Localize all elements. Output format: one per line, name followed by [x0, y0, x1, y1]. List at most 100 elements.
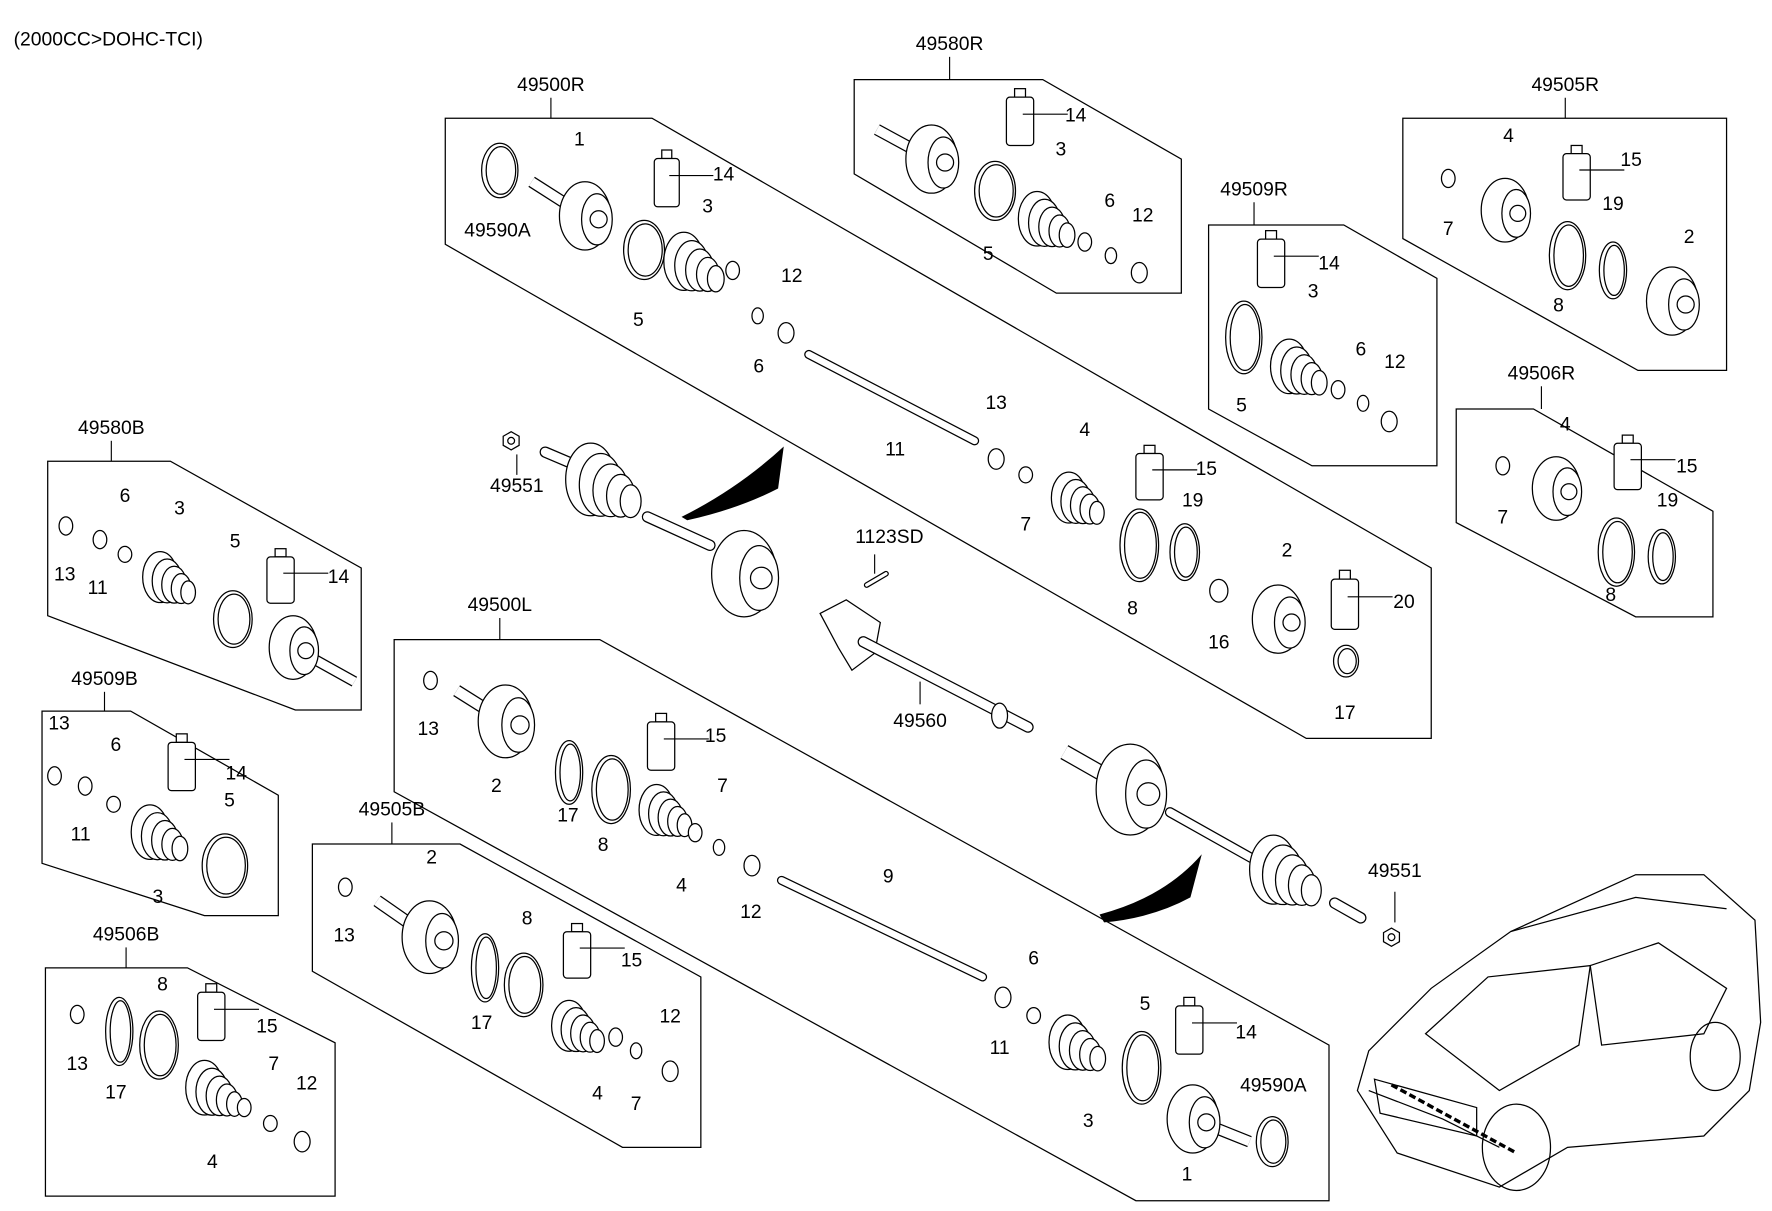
part-number-label: 12 [659, 1006, 680, 1027]
ring-icon [987, 448, 1005, 470]
part-number-label: 11 [990, 1038, 1010, 1059]
cv-joint-icon [1060, 743, 1168, 836]
part-number-label: 11 [71, 825, 91, 846]
part-number-label: 8 [522, 909, 533, 930]
part-number-label-49551: 49551 [490, 476, 544, 497]
ring-icon [725, 260, 741, 281]
boot-fold [1310, 369, 1328, 396]
shaft-icon [1329, 897, 1367, 924]
boot-fold [1088, 500, 1105, 525]
group-label-49505R: 49505R [1531, 75, 1599, 96]
part-number-label-1123SD: 1123SD [855, 527, 923, 548]
group-label-49506R: 49506R [1508, 363, 1576, 384]
vehicle-outline [1356, 874, 1762, 1188]
cv-boot-icon [142, 551, 197, 605]
part-number-label: 3 [1083, 1111, 1094, 1132]
part-number-label: 19 [1602, 194, 1623, 215]
shaft-fill [1166, 808, 1265, 868]
ring-icon [1119, 508, 1160, 583]
grease-tube-icon [1175, 996, 1237, 1055]
boot-fold [1089, 1045, 1107, 1072]
part-number-label: 14 [1235, 1022, 1257, 1043]
diagram-title: (2000CC>DOHC-TCI) [14, 30, 203, 51]
cv-joint-icon [528, 176, 613, 251]
ring-icon [117, 545, 133, 563]
ring-icon [1018, 466, 1034, 484]
ring-inner [1173, 526, 1198, 578]
ring-icon [1495, 456, 1511, 476]
rear-wheel [1689, 1021, 1741, 1092]
ring-icon [47, 766, 62, 786]
part-number-label: 4 [676, 876, 687, 897]
ring-icon [1104, 247, 1118, 265]
shaft-fill [778, 877, 986, 981]
ring-icon [743, 854, 761, 877]
ring-outer [262, 1114, 278, 1133]
vehicle-illustration [1356, 874, 1762, 1192]
ring-outer [712, 838, 726, 857]
vehicle-outline [1368, 1089, 1500, 1148]
ring-inner [508, 955, 542, 1014]
ring-outer [69, 1004, 85, 1025]
ring-outer [1026, 1006, 1042, 1025]
joint-bore [935, 153, 955, 172]
ring-icon [262, 1114, 278, 1133]
nut-hole [507, 436, 516, 445]
tube-cap [205, 983, 218, 993]
ring-icon [608, 1027, 624, 1047]
ring-outer [1130, 261, 1148, 284]
ring-outer [987, 448, 1005, 470]
boot-fold [171, 835, 189, 862]
ring-icon [1597, 517, 1636, 587]
vehicle-outline [1589, 942, 1728, 1046]
part-number-label: 6 [1104, 191, 1115, 212]
group-frame-49580R [853, 78, 1182, 294]
ring-outer [743, 854, 761, 877]
part-number-label: 14 [328, 567, 350, 588]
part-number-label: 4 [592, 1084, 603, 1105]
part-number-label: 3 [153, 887, 164, 908]
tube-body [1005, 96, 1035, 147]
group-label-49500R: 49500R [517, 75, 585, 96]
part-number-label: 13 [417, 719, 438, 740]
part-number-label: 7 [1497, 508, 1508, 529]
part-number-label: 3 [1056, 140, 1067, 161]
ring-icon [212, 590, 253, 649]
ring-icon [201, 833, 249, 899]
part-number-label: 13 [333, 926, 354, 947]
tube-body [167, 741, 196, 792]
tube-body [1135, 452, 1164, 501]
part-number-label: 4 [1560, 415, 1571, 436]
group-frame-49500R [444, 117, 1432, 740]
ring-outer [236, 1097, 252, 1118]
group-label-49509B: 49509B [71, 669, 138, 690]
ring-icon [293, 1130, 311, 1153]
ring-outer [117, 545, 133, 563]
ring-inner [485, 145, 517, 195]
ring-outer [608, 1027, 624, 1047]
group-label-49509R: 49509R [1220, 179, 1288, 200]
ring-icon [991, 702, 1009, 729]
driveshaft-location-marker [1390, 1083, 1518, 1155]
ring-icon [1209, 578, 1229, 603]
part-number-label: 3 [174, 499, 185, 520]
ring-icon [1026, 1006, 1042, 1025]
part-number-label: 5 [633, 310, 644, 331]
ring-outer [751, 307, 764, 325]
part-number-label: 1 [1182, 1164, 1193, 1185]
part-number-label: 2 [491, 776, 502, 797]
cv-joint-icon [1166, 1084, 1252, 1154]
ring-icon [1255, 1116, 1289, 1168]
part-number-label: 6 [120, 486, 131, 507]
tube-body [1256, 238, 1286, 289]
tube-cap [1570, 144, 1583, 155]
ring-outer [991, 702, 1009, 729]
part-number-label: 14 [713, 165, 735, 186]
ring-outer [629, 1042, 643, 1060]
ring-outer [687, 822, 703, 843]
ring-inner [559, 743, 582, 802]
part-number-label: 15 [256, 1017, 277, 1038]
part-number-label: 20 [1393, 592, 1414, 613]
joint-bore [1282, 613, 1301, 632]
